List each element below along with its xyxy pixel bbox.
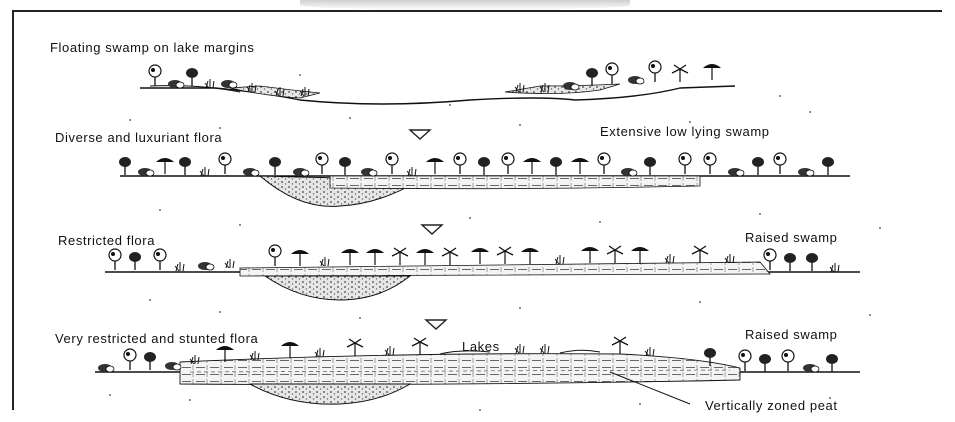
stage-4-caption-left: Very restricted and stunted flora bbox=[55, 331, 258, 346]
stage-1-floating-swamp bbox=[140, 61, 735, 104]
stage-1-caption: Floating swamp on lake margins bbox=[50, 40, 254, 55]
lakes-label: Lakes bbox=[462, 339, 500, 354]
stage-2-caption-left: Diverse and luxuriant flora bbox=[55, 130, 222, 145]
stage-3-caption-left: Restricted flora bbox=[58, 233, 155, 248]
vertically-zoned-peat-label: Vertically zoned peat bbox=[705, 398, 838, 413]
stage-2-low-lying-swamp bbox=[119, 153, 850, 206]
arrow-3-to-4 bbox=[426, 320, 446, 329]
arrow-1-to-2 bbox=[410, 130, 430, 139]
stage-2-caption-right: Extensive low lying swamp bbox=[600, 124, 770, 139]
stage-4-caption-right: Raised swamp bbox=[745, 327, 837, 342]
arrow-2-to-3 bbox=[422, 225, 442, 234]
stage-3-raised-swamp bbox=[105, 245, 860, 300]
stage-3-caption-right: Raised swamp bbox=[745, 230, 837, 245]
